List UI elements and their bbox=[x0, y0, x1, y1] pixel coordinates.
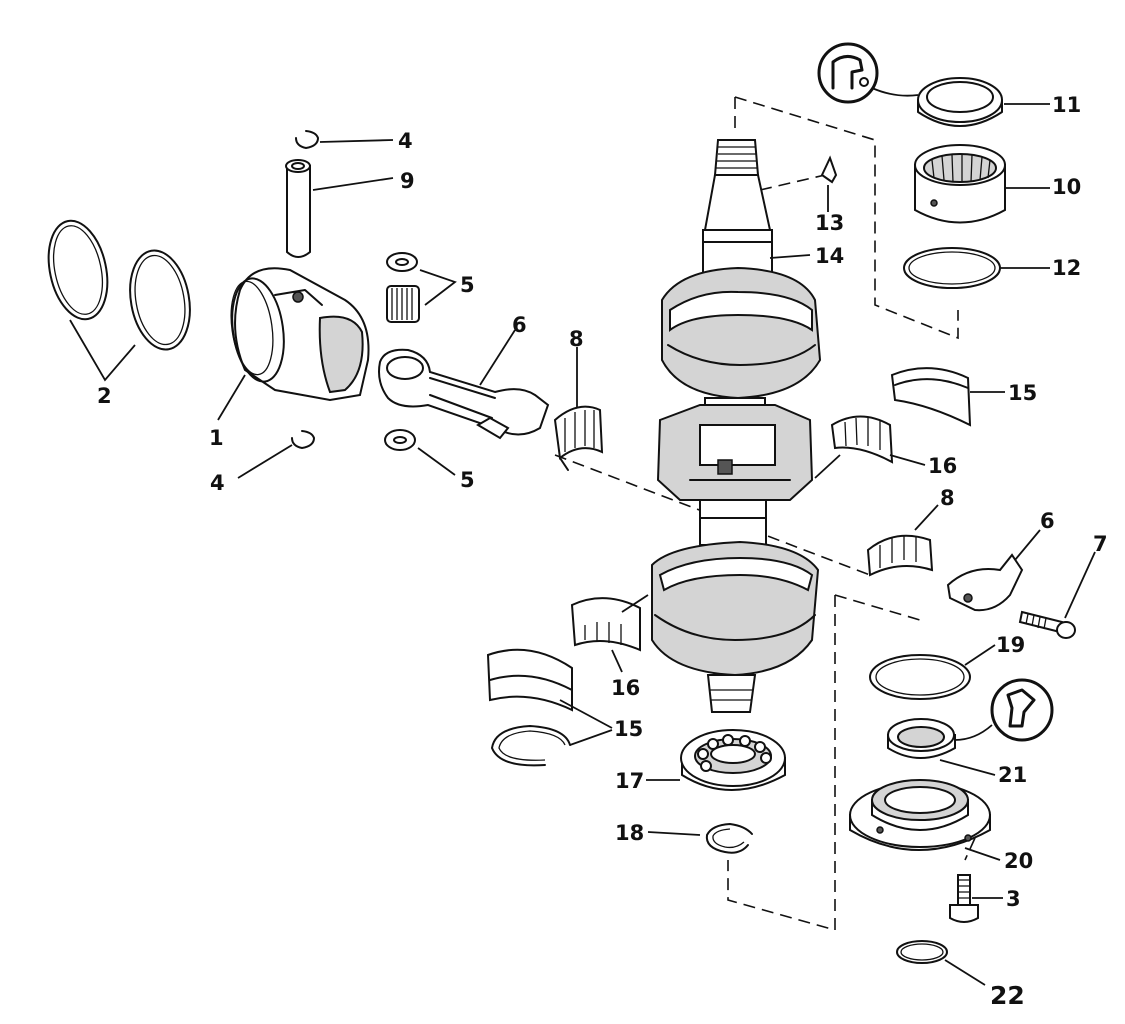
bearing-snap-ring bbox=[647, 823, 753, 854]
callout-label: 18 bbox=[615, 821, 644, 845]
center-bearing-cage-lower bbox=[570, 594, 649, 673]
callout-label: 2 bbox=[97, 384, 112, 408]
callout-label: 6 bbox=[512, 313, 527, 337]
connecting-rod bbox=[378, 329, 550, 440]
lower-oil-seal bbox=[887, 718, 996, 776]
seal-lip-orientation-icon bbox=[817, 42, 919, 104]
callout-label: 1 bbox=[209, 426, 224, 450]
woodruff-key bbox=[820, 155, 838, 212]
upper-o-ring bbox=[903, 247, 1050, 289]
bottom-o-ring bbox=[896, 940, 986, 986]
callout-label: 14 bbox=[815, 244, 844, 268]
callout-label: 3 bbox=[1006, 887, 1021, 911]
callout-label: 8 bbox=[569, 327, 584, 351]
callout-label: 15 bbox=[614, 717, 643, 741]
lower-ball-bearing bbox=[646, 729, 786, 791]
callout-label: 5 bbox=[460, 468, 475, 492]
center-bearing-race-upper bbox=[890, 367, 1005, 427]
seal-lip-orientation-icon bbox=[954, 678, 1054, 742]
callout-label: 11 bbox=[1052, 93, 1081, 117]
callout-label: 22 bbox=[990, 981, 1025, 1010]
wrist-pin-bearing-set bbox=[384, 252, 457, 476]
housing-screw bbox=[949, 874, 1003, 923]
callout-label: 21 bbox=[998, 763, 1027, 787]
upper-roller-bearing bbox=[914, 144, 1050, 224]
center-bearing-race-lower bbox=[486, 648, 613, 729]
upper-oil-seal bbox=[917, 77, 1050, 127]
pin-lock-ring-bottom bbox=[237, 430, 315, 479]
callout-label: 4 bbox=[210, 471, 225, 495]
callout-label: 17 bbox=[615, 769, 644, 793]
callout-label: 9 bbox=[400, 169, 415, 193]
callout-label: 7 bbox=[1093, 532, 1108, 556]
callout-label: 10 bbox=[1052, 175, 1081, 199]
callout-label: 16 bbox=[611, 676, 640, 700]
lower-bearing-housing bbox=[849, 779, 1001, 861]
rod-cap-screw bbox=[1018, 551, 1096, 639]
piston-rings bbox=[47, 219, 191, 382]
callout-label: 20 bbox=[1004, 849, 1033, 873]
pin-lock-ring-top bbox=[295, 130, 394, 149]
callout-label: 15 bbox=[1008, 381, 1037, 405]
lower-o-ring bbox=[869, 644, 996, 700]
piston bbox=[217, 267, 370, 421]
connecting-rod-cap bbox=[946, 529, 1041, 612]
crankpin-bearing-cage-left bbox=[553, 347, 604, 471]
callout-label: 6 bbox=[1040, 509, 1055, 533]
assembly-dashed-lines bbox=[554, 96, 976, 932]
callout-labels: 1 2 3 4 4 5 5 6 6 7 8 8 9 10 11 12 13 14… bbox=[97, 93, 1108, 1010]
callout-label: 13 bbox=[815, 211, 844, 235]
crankshaft bbox=[651, 139, 822, 713]
crankpin-bearing-cage-right bbox=[866, 504, 939, 577]
callout-label: 8 bbox=[940, 486, 955, 510]
callout-label: 19 bbox=[996, 633, 1025, 657]
center-bearing-cage-upper bbox=[814, 415, 926, 479]
callout-label: 12 bbox=[1052, 256, 1081, 280]
callout-label: 4 bbox=[398, 129, 413, 153]
callout-label: 16 bbox=[928, 454, 957, 478]
bearing-retaining-ring bbox=[491, 725, 613, 767]
piston-pin bbox=[285, 159, 394, 258]
callout-label: 5 bbox=[460, 273, 475, 297]
